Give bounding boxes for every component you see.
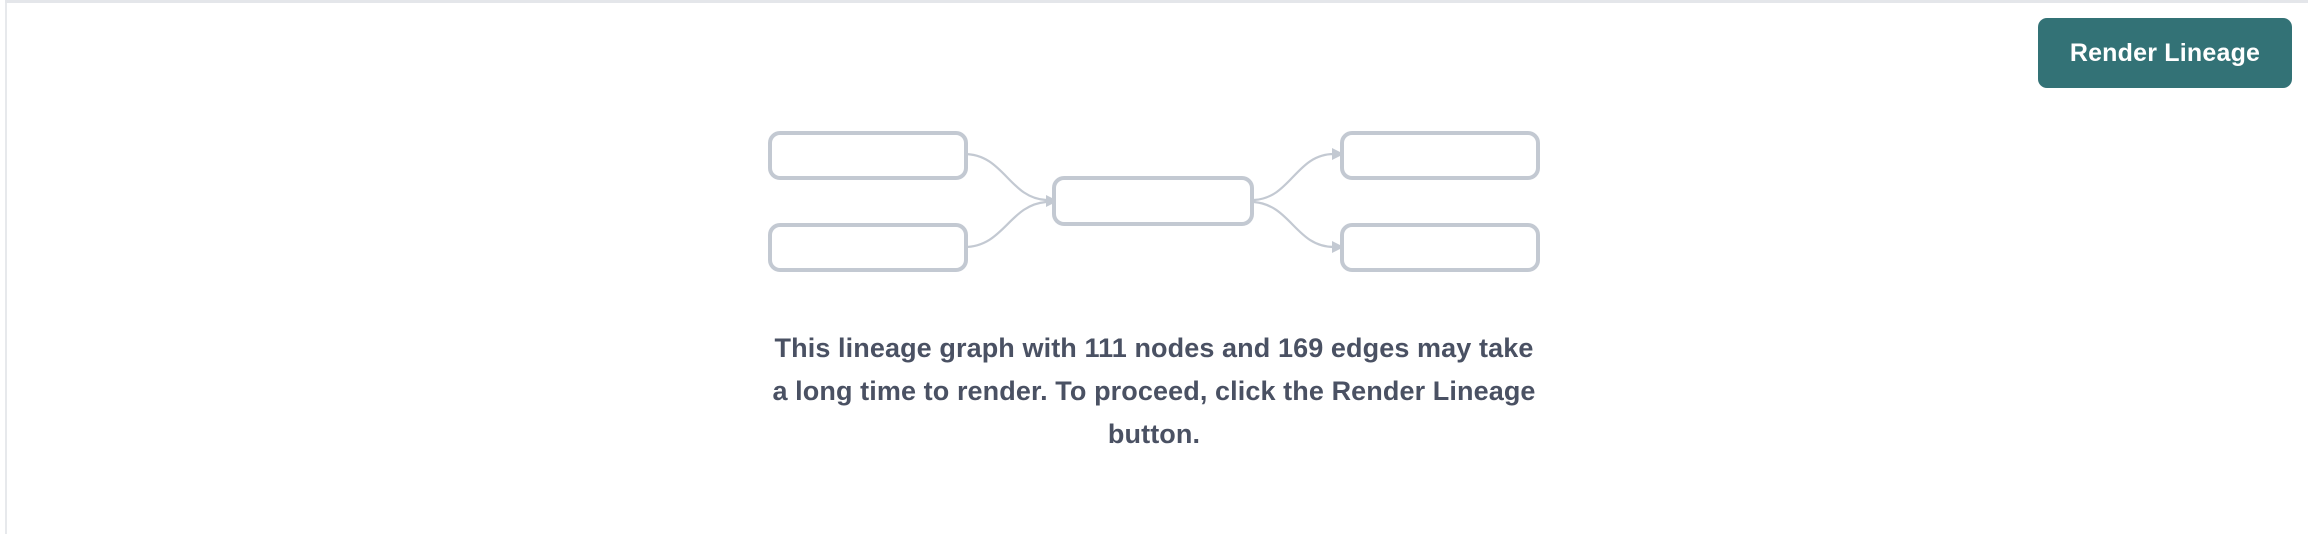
placeholder-node-source-bottom [768,223,968,272]
placeholder-node-transform-center [1052,176,1254,226]
placeholder-node-group [768,131,1540,272]
edge-center-to-target-top [1252,152,1336,202]
placeholder-edge-group [962,152,1336,249]
arrowhead-into-target-top [1332,148,1344,160]
panel-top-divider [5,0,2308,3]
render-lineage-button[interactable]: Render Lineage [2038,18,2292,88]
placeholder-node-source-top [768,131,968,180]
edge-source-bottom-to-center [962,200,1048,249]
edge-center-to-target-bottom [1252,200,1336,249]
panel-left-divider [5,3,7,534]
placeholder-node-target-top [1340,131,1540,180]
empty-state-message: This lineage graph with 111 nodes and 16… [772,333,1536,449]
lineage-graph-placeholder-illustration [768,131,1540,272]
arrowhead-into-target-bottom [1332,241,1344,253]
edge-source-top-to-center [962,152,1048,202]
placeholder-node-target-bottom [1340,223,1540,272]
